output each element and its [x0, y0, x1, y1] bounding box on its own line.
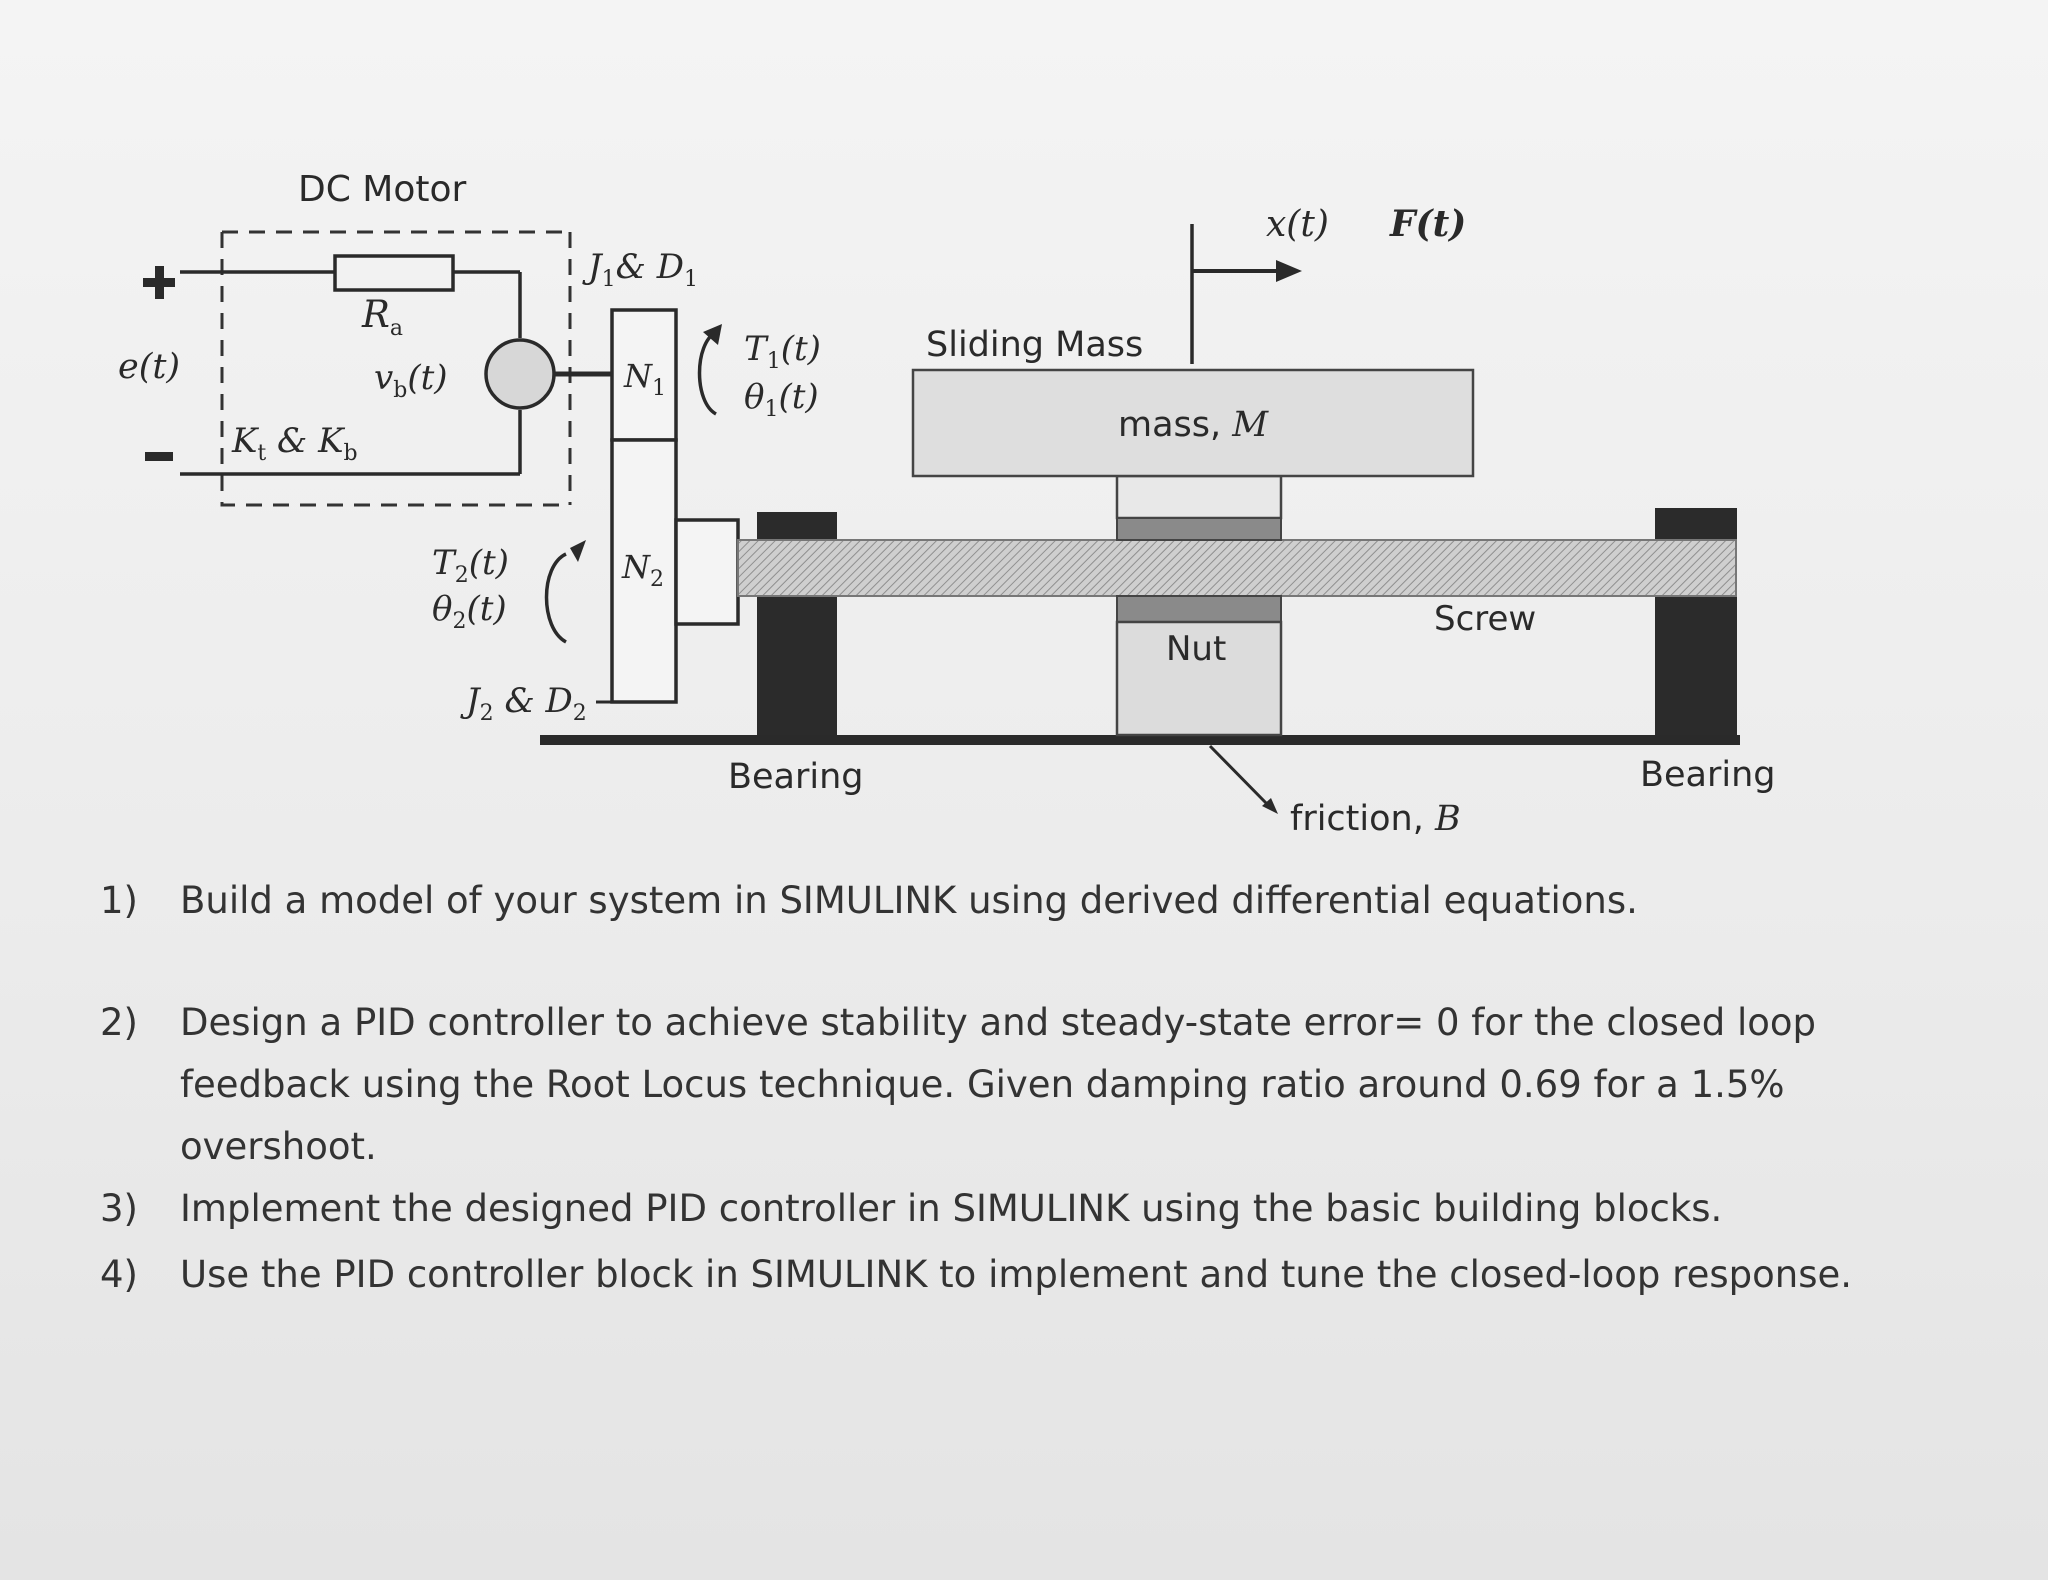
base-plate — [540, 735, 1740, 745]
mass-label: mass, M — [1118, 405, 1269, 445]
torque1-label: T1(t) — [744, 329, 821, 374]
angle1-label: θ1(t) — [744, 377, 819, 422]
motor-boundary — [220, 230, 572, 507]
bearing-right-label: Bearing — [1640, 755, 1776, 795]
torque2-arrow-icon — [544, 552, 567, 644]
nut-body — [1115, 620, 1283, 737]
gear-n1-label: N1 — [623, 357, 666, 401]
displacement-arrow-icon — [1276, 260, 1302, 282]
mass-support — [1115, 474, 1283, 520]
back-emf-label: vb(t) — [374, 358, 448, 403]
armature-circuit — [180, 254, 522, 476]
task-number: 3) — [100, 1187, 138, 1230]
task-item: 3) Implement the designed PID controller … — [100, 1178, 1980, 1240]
j2-d2-label: J2 & D2 — [460, 681, 587, 726]
motor-rotor — [484, 338, 556, 410]
coupling-hub — [674, 518, 740, 626]
force-label: F(t) — [1389, 203, 1466, 245]
torque2-arrowhead-icon — [570, 540, 586, 562]
bearing-left-label: Bearing — [728, 757, 864, 797]
task-text: Design a PID controller to achieve stabi… — [180, 1001, 1816, 1168]
sliding-mass-block — [911, 368, 1475, 478]
motor-constants-label: Kt & Kb — [231, 421, 358, 466]
nut-band-top — [1116, 517, 1282, 541]
torque1-arrowhead-icon — [703, 324, 722, 345]
torque1-arrow-icon — [697, 330, 718, 416]
task-text: Use the PID controller block in SIMULINK… — [180, 1253, 1852, 1296]
task-text: Implement the designed PID controller in… — [180, 1187, 1723, 1230]
task-item: 4) Use the PID controller block in SIMULI… — [100, 1244, 1980, 1306]
gear-n1 — [610, 308, 678, 442]
displacement-label: x(t) — [1266, 204, 1329, 245]
plus-icon — [143, 266, 175, 299]
task-list: 1) Build a model of your system in SIMULI… — [100, 870, 1980, 1306]
friction-label: friction, B — [1290, 799, 1461, 839]
task-number: 1) — [100, 879, 138, 922]
task-number: 4) — [100, 1253, 138, 1296]
torque2-label: T2(t) — [432, 543, 509, 588]
j1-d1-label: J1& D1 — [582, 247, 698, 292]
friction-arrow-icon — [1262, 798, 1278, 814]
nut-band-bottom — [1116, 595, 1282, 623]
task-item: 2) Design a PID controller to achieve sta… — [100, 992, 1980, 1178]
task-text: Build a model of your system in SIMULINK… — [180, 879, 1638, 922]
sliding-mass-label: Sliding Mass — [926, 325, 1143, 365]
friction-pointer — [1208, 744, 1270, 807]
screw-label: Screw — [1434, 599, 1536, 639]
angle2-label: θ2(t) — [432, 589, 507, 634]
gear-n2-label: N2 — [621, 548, 664, 592]
motor-leadscrew-diagram: DC Motor e(t) Ra vb(t) Kt & Kb J1& D1 N1… — [118, 169, 1776, 839]
task-number: 2) — [100, 1001, 138, 1044]
armature-resistance-label: Ra — [361, 293, 403, 341]
voltage-label: e(t) — [118, 347, 180, 387]
nut-label: Nut — [1166, 629, 1226, 669]
dc-motor-label: DC Motor — [298, 169, 467, 210]
minus-icon — [145, 452, 173, 461]
lead-screw — [737, 539, 1737, 597]
task-item: 1) Build a model of your system in SIMULI… — [100, 870, 1980, 932]
